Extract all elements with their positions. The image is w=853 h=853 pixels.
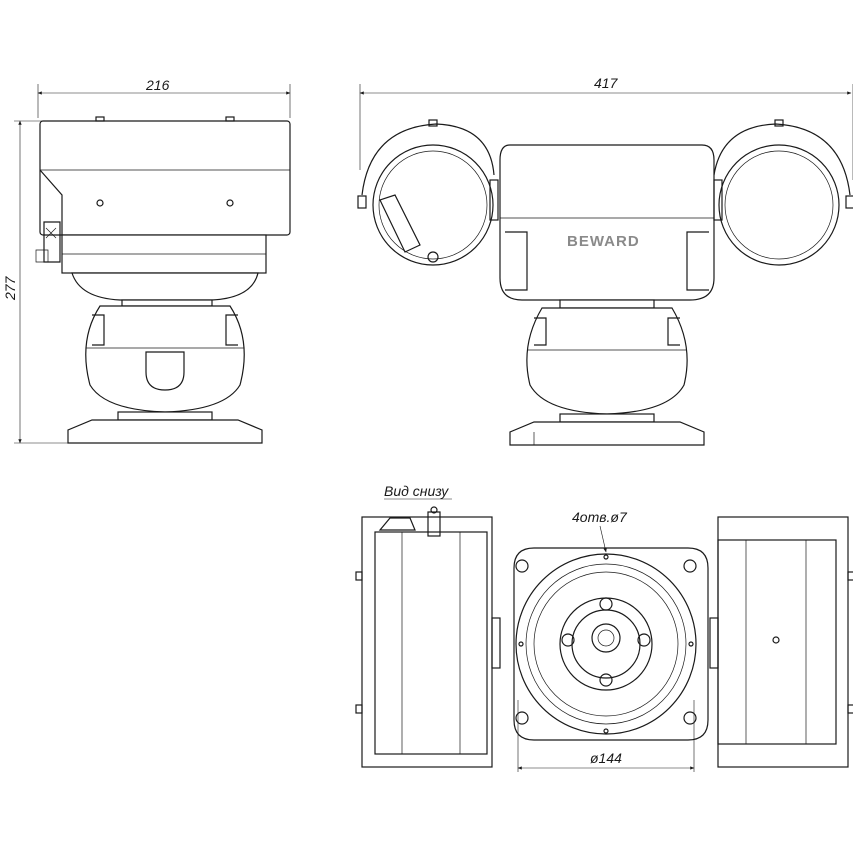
- bottom-view-label: Вид снизу: [384, 483, 449, 499]
- bottom-view: Вид снизу 4отв.ø7: [355, 483, 853, 772]
- front-view: 417 BEWARD: [357, 75, 853, 446]
- base-diameter-dimension: ø144: [590, 750, 622, 766]
- front-width-dimension: 417: [594, 75, 619, 91]
- side-width-dimension: 216: [145, 77, 170, 93]
- bolt-holes-dimension: 4отв.ø7: [572, 509, 628, 525]
- side-view: 216 277: [2, 77, 291, 444]
- brand-logo: BEWARD: [567, 233, 640, 250]
- side-height-dimension: 277: [2, 275, 18, 301]
